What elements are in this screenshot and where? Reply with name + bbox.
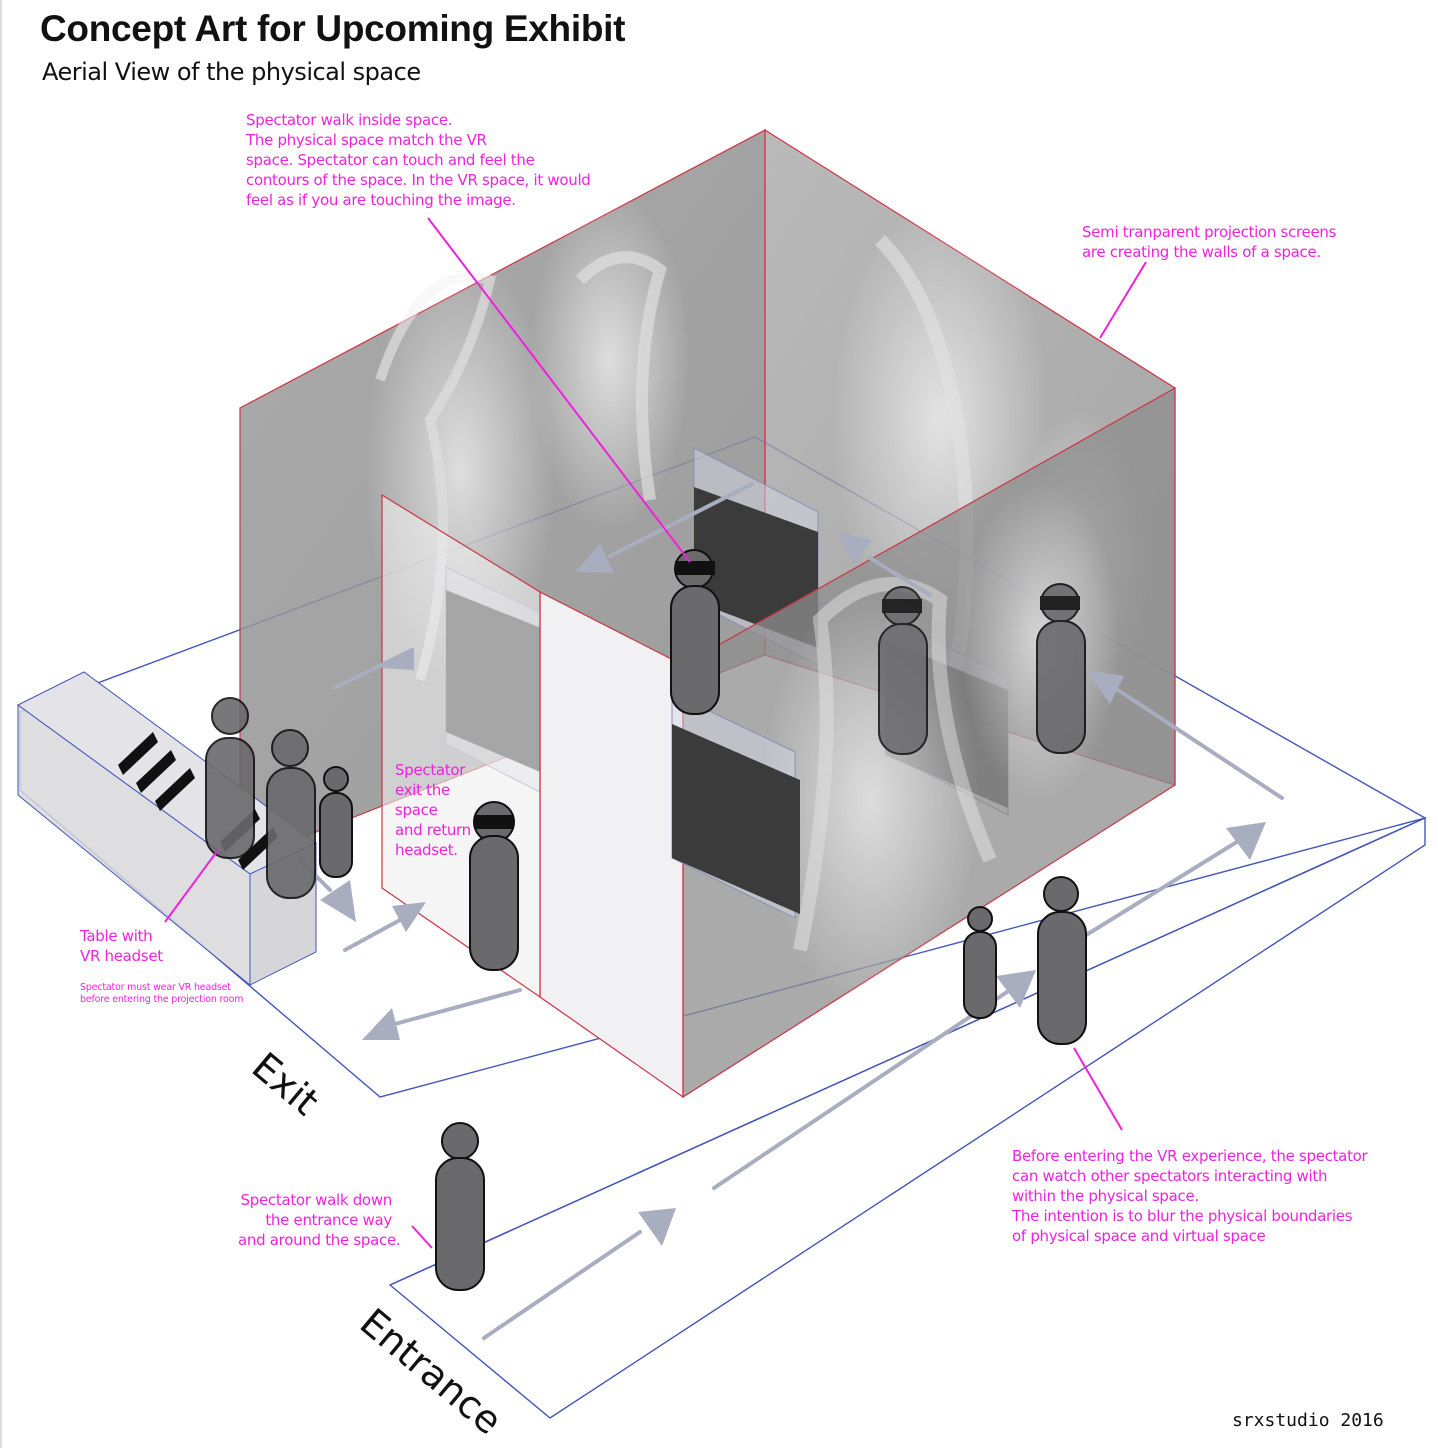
note-line: are creating the walls of a space. — [1082, 243, 1321, 261]
note-before-entering: Before entering the VR experience, the s… — [1012, 1146, 1368, 1246]
person-icon — [205, 697, 255, 859]
studio-credit: srxstudio 2016 — [1232, 1410, 1384, 1431]
projection-image-front — [672, 724, 800, 914]
person-icon — [1036, 583, 1086, 754]
leader-screens — [1099, 261, 1147, 339]
note-line: and return — [395, 821, 471, 839]
people — [205, 549, 1087, 1291]
note-line: Spectator — [395, 761, 466, 779]
note-line: Spectator walk inside space. — [246, 111, 453, 129]
direction-arrow-icon — [575, 482, 754, 573]
person-icon — [319, 766, 353, 878]
note-line: Semi tranparent projection screens — [1082, 223, 1337, 241]
note-table: Table with VR headset — [80, 926, 163, 966]
direction-arrow-icon — [343, 902, 426, 952]
note-line: the entrance way — [265, 1211, 392, 1229]
note-line: Before entering the VR experience, the s… — [1012, 1147, 1368, 1165]
page-title: Concept Art for Upcoming Exhibit — [40, 8, 626, 49]
direction-arrow-icon — [482, 1208, 676, 1340]
note-line: of physical space and virtual space — [1012, 1227, 1266, 1245]
note-line: before entering the projection room — [80, 994, 244, 1005]
direction-arrow-icon — [838, 532, 932, 597]
note-table-detail: Spectator must wear VR headset before en… — [80, 982, 243, 1006]
vr-headset-icon — [882, 599, 922, 613]
person-icon — [469, 801, 519, 971]
direction-arrow-icon — [332, 648, 414, 690]
leader-walk-down — [411, 1225, 433, 1249]
note-line: headset. — [395, 841, 458, 859]
note-line: VR headset — [80, 947, 163, 965]
vr-headset-icon — [474, 815, 514, 829]
note-walk-inside: Spectator walk inside space. The physica… — [246, 110, 591, 210]
note-line: and around the space. — [238, 1231, 401, 1249]
note-line: within the physical space. — [1012, 1187, 1199, 1205]
note-line: space — [395, 801, 438, 819]
annotation-leaders — [164, 217, 1147, 1249]
note-line: Spectator must wear VR headset — [80, 982, 231, 993]
note-screens: Semi tranparent projection screens are c… — [1082, 222, 1336, 262]
note-line: feel as if you are touching the image. — [246, 191, 516, 209]
note-line: The intention is to blur the physical bo… — [1012, 1207, 1353, 1225]
person-icon — [1037, 876, 1087, 1045]
page-edge — [0, 0, 2, 1448]
vr-headset-icon — [1040, 596, 1080, 610]
note-walk-down: Spectator walk down the entrance way and… — [238, 1190, 401, 1250]
page-subtitle: Aerial View of the physical space — [42, 58, 421, 86]
note-line: Spectator walk down — [240, 1191, 393, 1209]
leader-walk-inside — [427, 217, 691, 563]
note-line: Table with — [80, 927, 153, 945]
note-line: exit the — [395, 781, 450, 799]
person-icon — [266, 729, 316, 899]
direction-arrow-icon — [1068, 822, 1266, 947]
note-line: can watch other spectators interacting w… — [1012, 1167, 1328, 1185]
person-icon — [670, 549, 720, 715]
note-line: contours of the space. In the VR space, … — [246, 171, 591, 189]
vr-headset-icon — [675, 561, 715, 575]
note-line: space. Spectator can touch and feel the — [246, 151, 535, 169]
direction-arrows — [298, 482, 1284, 1340]
person-icon — [435, 1122, 485, 1291]
direction-arrow-icon — [1086, 670, 1284, 800]
direction-arrow-icon — [712, 970, 1036, 1190]
direction-arrow-icon — [362, 988, 522, 1040]
leader-table — [164, 849, 219, 923]
note-exit-space: Spectator exit the space and return head… — [395, 760, 471, 860]
leader-before-entering — [1073, 1047, 1123, 1131]
person-icon — [878, 586, 928, 755]
entrance-edge — [389, 817, 1426, 1286]
person-icon — [963, 906, 997, 1019]
note-line: The physical space match the VR — [246, 131, 487, 149]
